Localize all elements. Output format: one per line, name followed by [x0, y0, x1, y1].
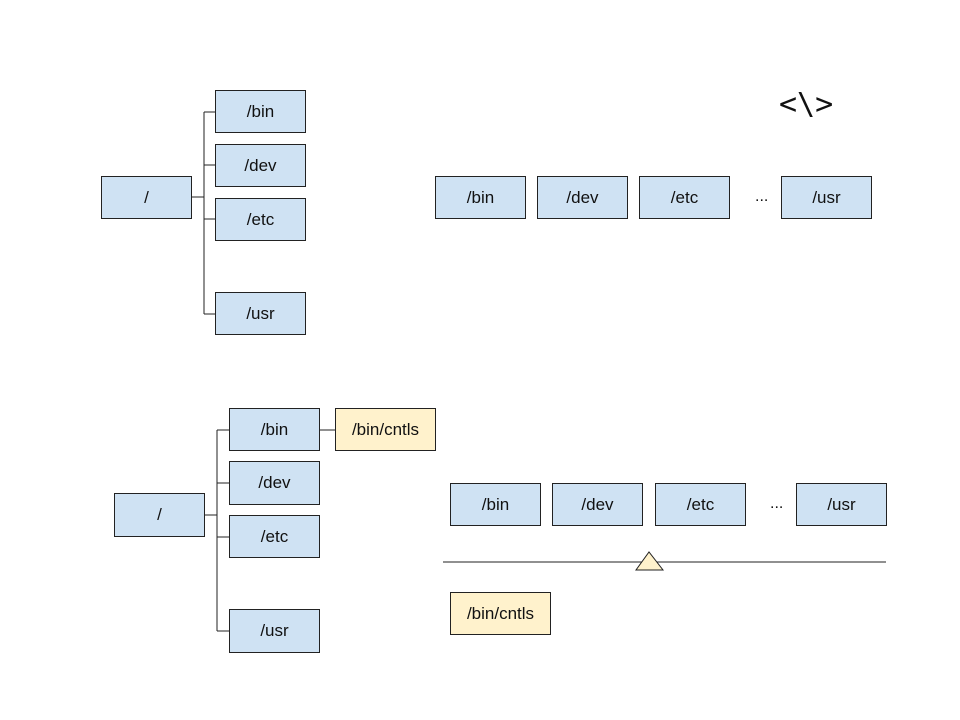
tree1-root: /	[101, 176, 192, 219]
tree2-child-usr: /usr	[229, 609, 320, 653]
tree1-child-bin: /bin	[215, 90, 306, 133]
row1-ellipsis: ...	[755, 188, 769, 205]
row1-item-dev: /dev	[537, 176, 628, 219]
tree2-child-bin: /bin	[229, 408, 320, 451]
tree1-child-usr: /usr	[215, 292, 306, 335]
code-slash-icon: <\>	[779, 87, 834, 122]
row1-item-usr: /usr	[781, 176, 872, 219]
tree1-child-etc: /etc	[215, 198, 306, 241]
row2-ellipsis: ...	[770, 495, 784, 512]
row2-leaf-bin-cntls: /bin/cntls	[450, 592, 551, 635]
tree2-leaf-bin-cntls: /bin/cntls	[335, 408, 436, 451]
balance-triangle	[635, 551, 665, 571]
tree2-child-dev: /dev	[229, 461, 320, 505]
row2-item-usr: /usr	[796, 483, 887, 526]
row2-item-dev: /dev	[552, 483, 643, 526]
row1-item-etc: /etc	[639, 176, 730, 219]
row2-item-etc: /etc	[655, 483, 746, 526]
row1-item-bin: /bin	[435, 176, 526, 219]
tree2-child-etc: /etc	[229, 515, 320, 558]
row2-item-bin: /bin	[450, 483, 541, 526]
tree2-root: /	[114, 493, 205, 537]
tree1-child-dev: /dev	[215, 144, 306, 187]
